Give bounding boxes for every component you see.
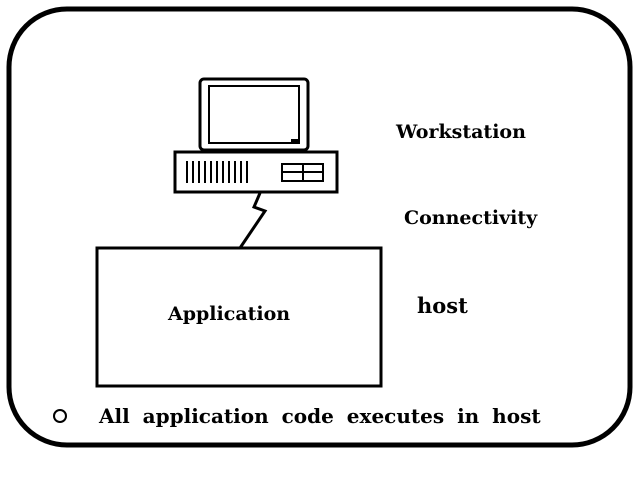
monitor-outer bbox=[198, 77, 310, 152]
workstation-label: Workstation bbox=[396, 121, 526, 143]
monitor-button bbox=[291, 139, 298, 143]
bullet-text: All application code executes in host bbox=[99, 404, 541, 428]
drive-vents bbox=[186, 161, 248, 183]
connectivity-label: Connectivity bbox=[404, 207, 538, 229]
outer-frame bbox=[6, 6, 633, 448]
connectivity-lightning-icon bbox=[238, 192, 268, 249]
workstation-computer-icon bbox=[173, 77, 339, 194]
monitor-screen bbox=[208, 85, 300, 144]
application-label: Application bbox=[168, 303, 291, 325]
host-application-box bbox=[95, 246, 383, 388]
host-label: host bbox=[417, 293, 468, 318]
system-unit bbox=[173, 150, 339, 194]
floppy-drive bbox=[281, 163, 324, 182]
bullet-point: All application code executes in host bbox=[53, 402, 541, 430]
bullet-circle-icon bbox=[53, 409, 67, 423]
